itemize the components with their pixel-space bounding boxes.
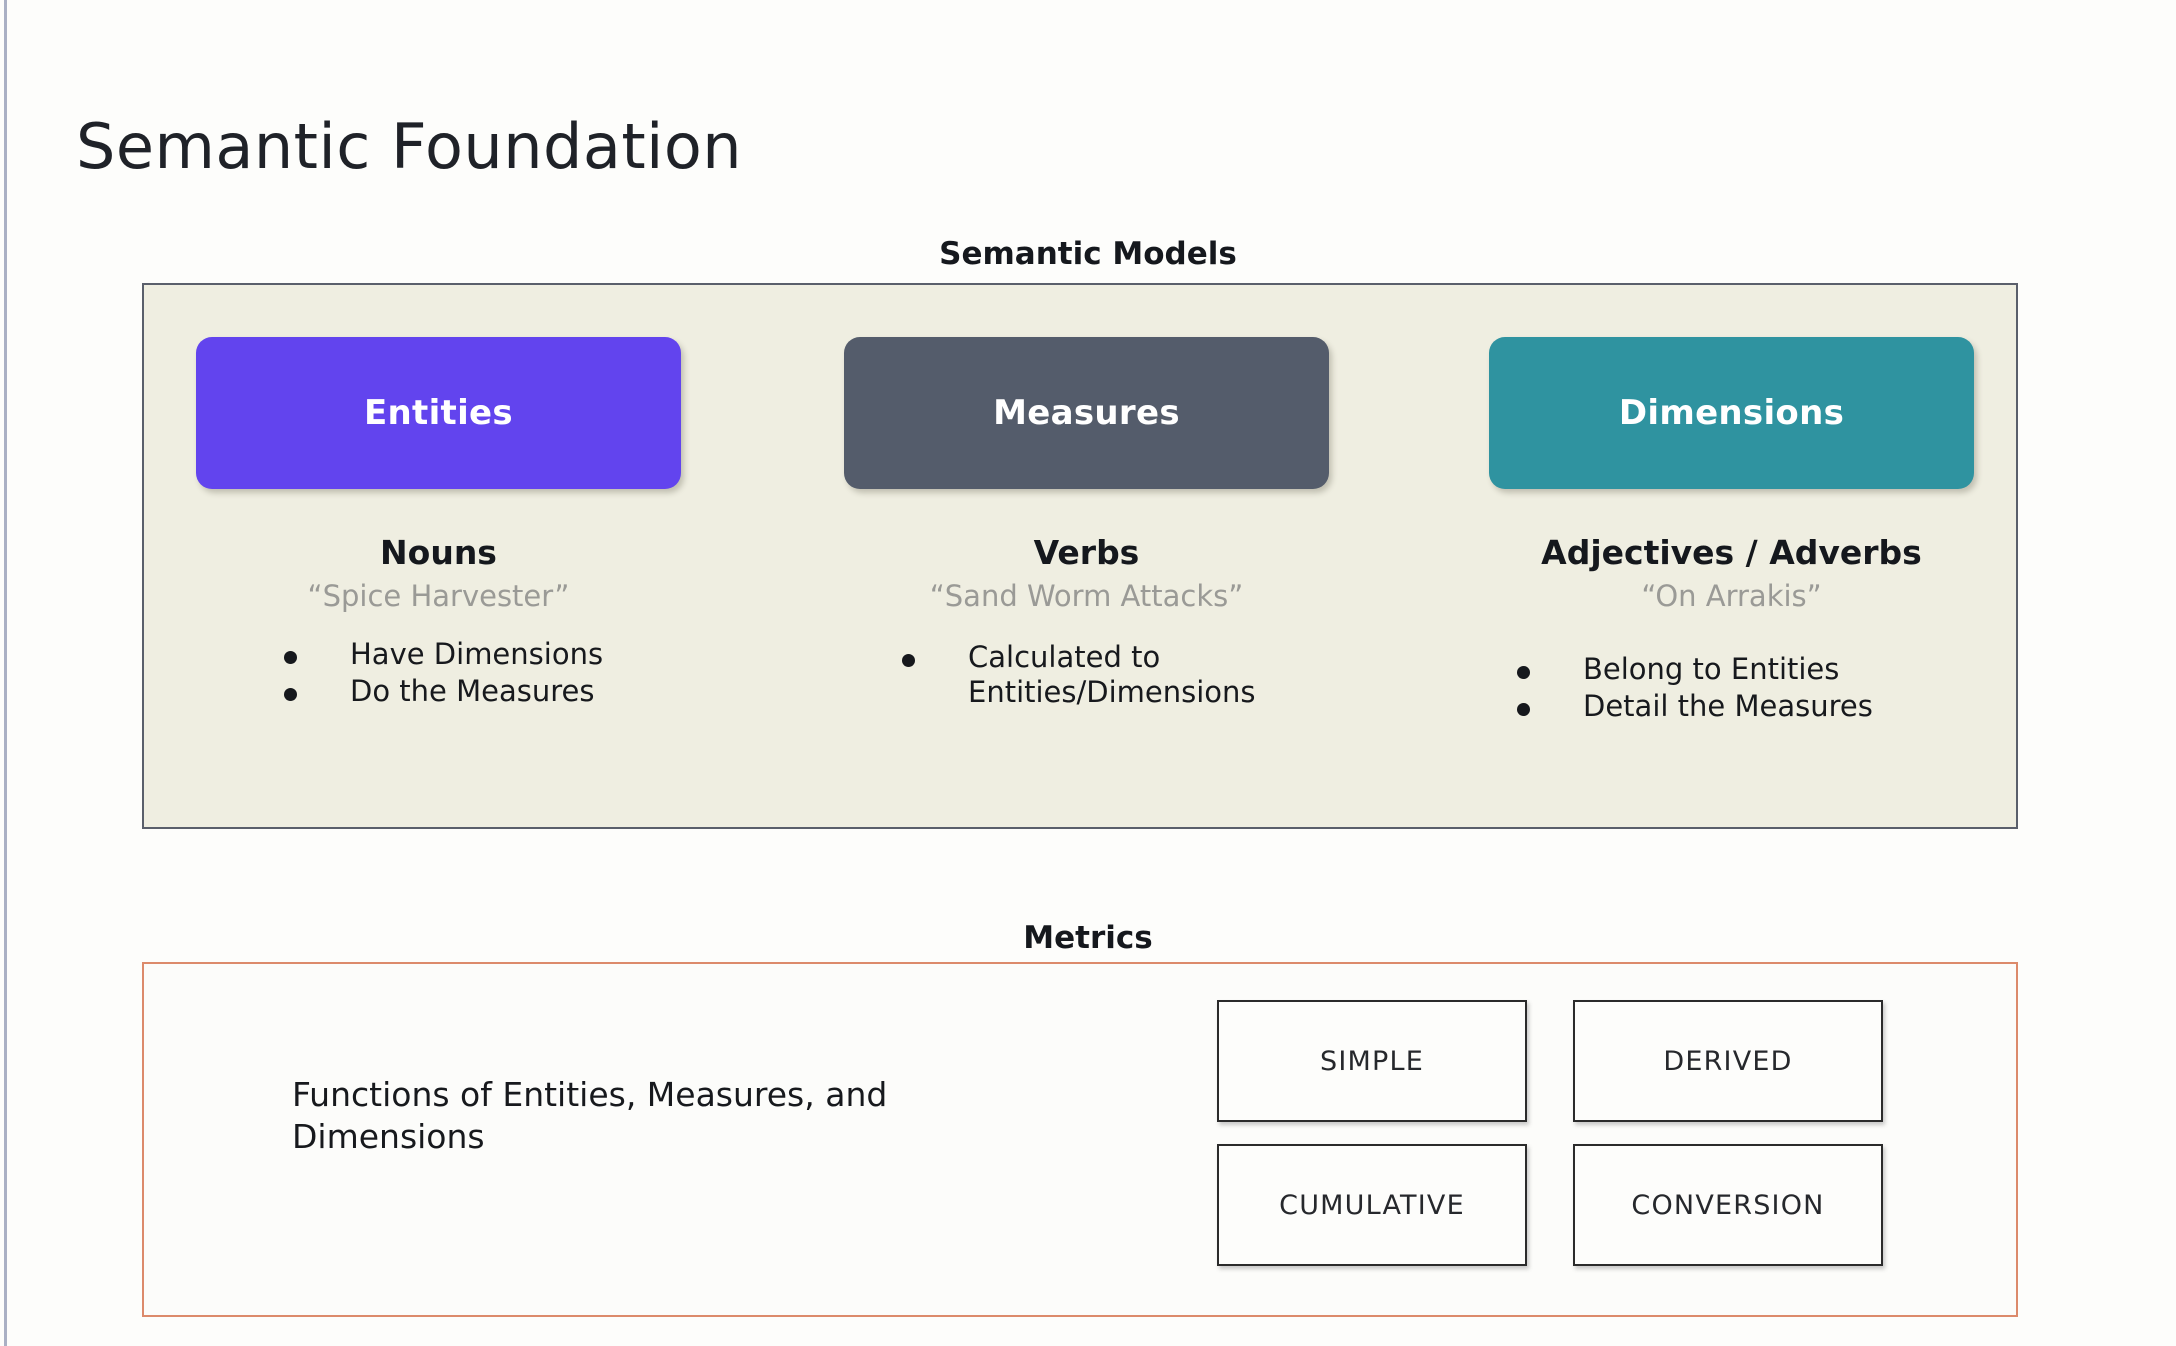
metric-box-derived-label: DERIVED: [1663, 1045, 1793, 1077]
semantic-models-panel: Entities Nouns “Spice Harvester” Have Di…: [142, 283, 2018, 829]
bullet-dot-icon: [284, 651, 297, 664]
measures-bullet-0: Calculated to Entities/Dimensions: [968, 640, 1256, 710]
semantic-models-caption: Semantic Models: [939, 236, 1237, 272]
dimensions-example: “On Arrakis”: [1641, 579, 1822, 613]
bullet-dot-icon: [1517, 703, 1530, 717]
list-item: Have Dimensions: [284, 637, 804, 672]
entities-example: “Spice Harvester”: [307, 579, 570, 613]
bullet-dot-icon: [1517, 666, 1530, 679]
entities-pill[interactable]: Entities: [196, 337, 681, 489]
bullet-dot-icon: [902, 654, 915, 667]
entities-bullet-1: Do the Measures: [350, 674, 595, 709]
model-column-dimensions: Dimensions Adjectives / Adverbs “On Arra…: [1489, 285, 2029, 827]
page-title: Semantic Foundation: [76, 109, 743, 183]
metric-box-conversion-label: CONVERSION: [1631, 1189, 1825, 1221]
dimensions-pill-label: Dimensions: [1618, 393, 1845, 433]
model-column-entities: Entities Nouns “Spice Harvester” Have Di…: [196, 285, 736, 827]
metric-box-derived[interactable]: DERIVED: [1573, 1000, 1883, 1122]
metric-type-grid: SIMPLE DERIVED CUMULATIVE CONVERSION: [1217, 1000, 1897, 1266]
dimensions-bullet-1: Detail the Measures: [1583, 689, 1873, 724]
measures-pill[interactable]: Measures: [844, 337, 1329, 489]
entities-bullet-0: Have Dimensions: [350, 637, 604, 671]
metrics-panel: Functions of Entities, Measures, and Dim…: [142, 962, 2018, 1317]
metric-box-cumulative-label: CUMULATIVE: [1279, 1189, 1465, 1221]
measures-part-of-speech: Verbs: [1033, 533, 1140, 572]
metric-box-simple-label: SIMPLE: [1320, 1045, 1424, 1077]
metrics-caption: Metrics: [1023, 920, 1153, 956]
metrics-description: Functions of Entities, Measures, and Dim…: [292, 1075, 888, 1157]
model-column-measures: Measures Verbs “Sand Worm Attacks” Calcu…: [844, 285, 1384, 827]
entities-pill-label: Entities: [364, 393, 513, 433]
list-item: Detail the Measures: [1517, 689, 2037, 724]
list-item: Calculated to Entities/Dimensions: [902, 640, 1422, 711]
dimensions-bullet-0: Belong to Entities: [1583, 652, 1840, 686]
entities-part-of-speech: Nouns: [380, 533, 497, 572]
measures-example: “Sand Worm Attacks”: [929, 579, 1244, 613]
entities-bullet-list: Have Dimensions Do the Measures: [284, 637, 804, 712]
bullet-dot-icon: [284, 688, 297, 702]
list-item: Belong to Entities: [1517, 652, 2037, 687]
metric-box-conversion[interactable]: CONVERSION: [1573, 1144, 1883, 1266]
measures-bullet-list: Calculated to Entities/Dimensions: [902, 640, 1422, 713]
list-item: Do the Measures: [284, 674, 804, 709]
measures-pill-label: Measures: [993, 393, 1180, 433]
metric-box-simple[interactable]: SIMPLE: [1217, 1000, 1527, 1122]
metric-box-cumulative[interactable]: CUMULATIVE: [1217, 1144, 1527, 1266]
dimensions-pill[interactable]: Dimensions: [1489, 337, 1974, 489]
dimensions-part-of-speech: Adjectives / Adverbs: [1541, 533, 1922, 572]
dimensions-bullet-list: Belong to Entities Detail the Measures: [1517, 652, 2037, 727]
left-edge-rule: [4, 0, 7, 1346]
